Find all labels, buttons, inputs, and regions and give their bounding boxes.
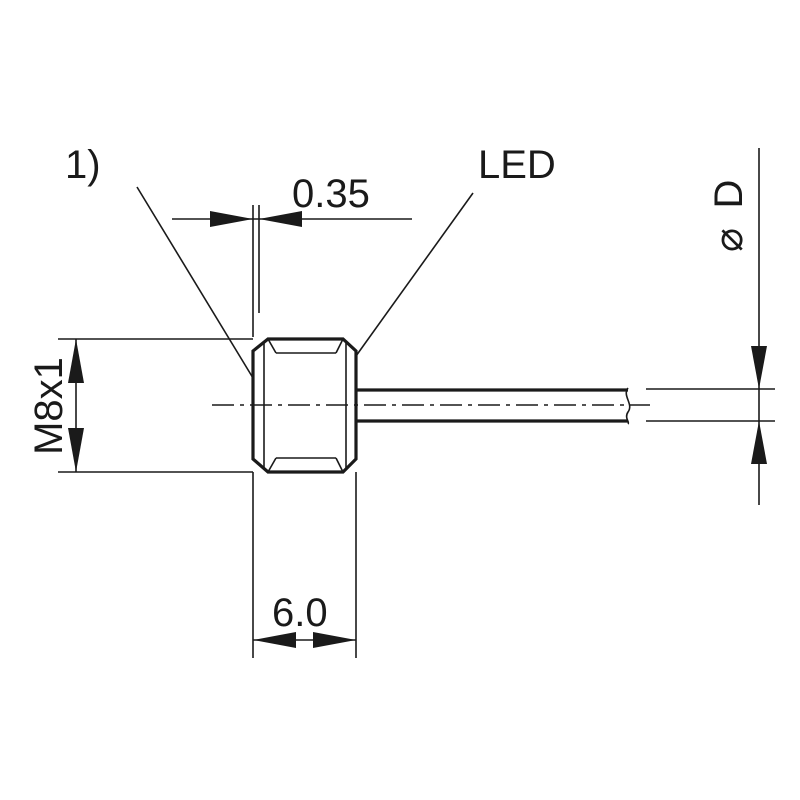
dimension-diameter [751,148,767,505]
arrow-diameter-top [751,346,767,389]
chamfer-dimension-label: 0.35 [292,172,370,216]
note-marker-label: 1) [65,143,101,187]
arrow-diameter-bottom [751,421,767,464]
leader-note-1 [136,186,254,379]
diameter-letter-label: D [707,180,751,209]
arrow-length-left [253,632,296,648]
chamfer-line-top-left [267,338,277,354]
chamfer-line-top-right [335,338,344,354]
dimension-thread [58,338,253,473]
dimension-chamfer [172,205,412,337]
leader-led [355,192,474,357]
chamfer-line-bottom-left [267,457,277,473]
led-label: LED [478,143,556,187]
arrow-chamfer-right [259,211,302,227]
diameter-symbol-icon: ⌀ [707,228,751,252]
arrow-length-right [313,632,356,648]
arrow-thread-bottom [68,428,84,472]
cable [356,387,775,425]
arrow-thread-top [68,339,84,383]
length-dimension-label: 6.0 [272,591,328,635]
dimension-length [252,472,357,658]
thread-dimension-label: M8x1 [27,357,71,455]
cable-break-mark [625,387,631,425]
arrow-chamfer-left [210,211,253,227]
chamfer-line-bottom-right [335,457,344,473]
